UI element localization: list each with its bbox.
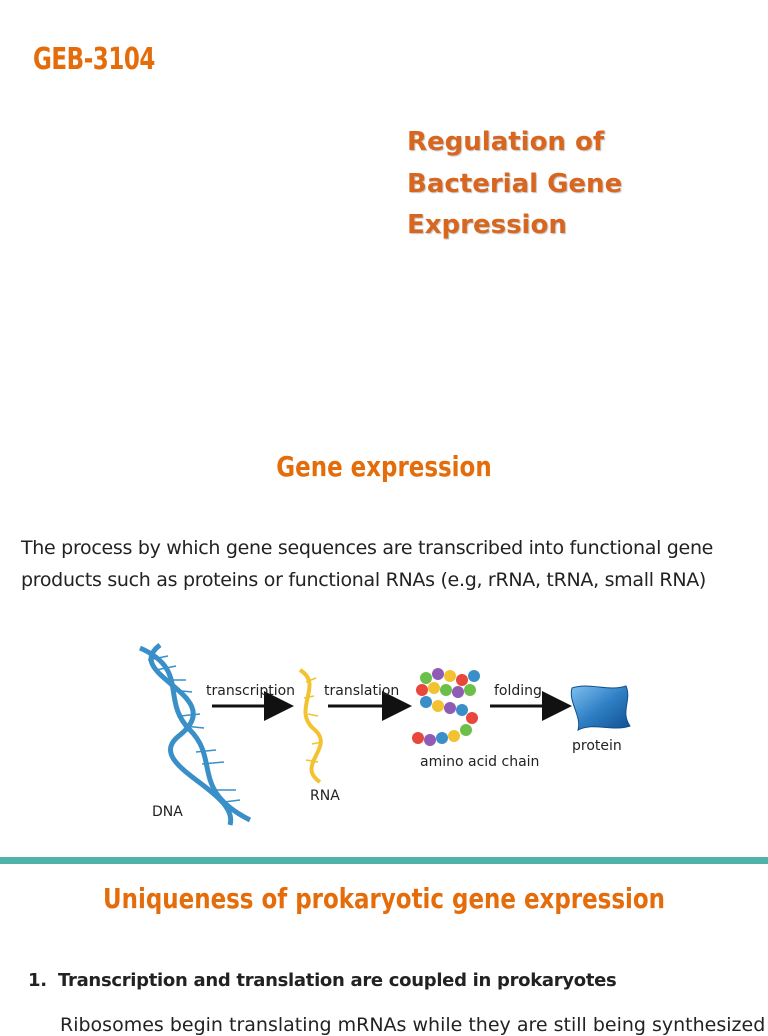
cutoff-text: Ribosomes begin translating mRNAs while … — [60, 1014, 766, 1036]
dna-label: DNA — [152, 804, 183, 820]
definition-text: The process by which gene sequences are … — [21, 537, 714, 591]
section-title: Gene expression — [276, 450, 492, 483]
rna-label: RNA — [310, 788, 340, 804]
protein-icon — [570, 685, 631, 731]
point-text: Transcription and translation are couple… — [58, 970, 617, 991]
dna-helix-icon — [138, 643, 252, 826]
title-slide: GEB-3104 Regulation of Bacterial Gene Ex… — [0, 0, 768, 420]
title-line-2: Bacterial Gene — [407, 168, 623, 199]
title-line-1: Regulation of — [407, 127, 605, 157]
section-title: Uniqueness of prokaryotic gene expressio… — [103, 882, 665, 915]
protein-label: protein — [572, 738, 622, 754]
transcription-label: transcription — [206, 683, 295, 699]
uniqueness-slide: Uniqueness of prokaryotic gene expressio… — [0, 864, 768, 1036]
folding-label: folding — [494, 683, 542, 699]
amino-acid-chain-icon — [412, 668, 480, 746]
gene-expression-diagram: DNA transcription RNA translation — [138, 643, 631, 826]
numbered-point: 1. Transcription and translation are coup… — [28, 970, 617, 991]
main-title: Regulation of Bacterial Gene Expression — [407, 122, 622, 247]
title-line-3: Expression — [407, 210, 567, 240]
point-number: 1. — [28, 970, 47, 991]
rna-strand-icon — [298, 668, 323, 784]
course-code: GEB-3104 — [33, 42, 155, 77]
gene-expression-slide: Gene expression The process by which gen… — [0, 420, 768, 858]
slide-divider — [0, 857, 768, 864]
translation-label: translation — [324, 683, 399, 699]
amino-acid-chain-label: amino acid chain — [420, 754, 539, 770]
